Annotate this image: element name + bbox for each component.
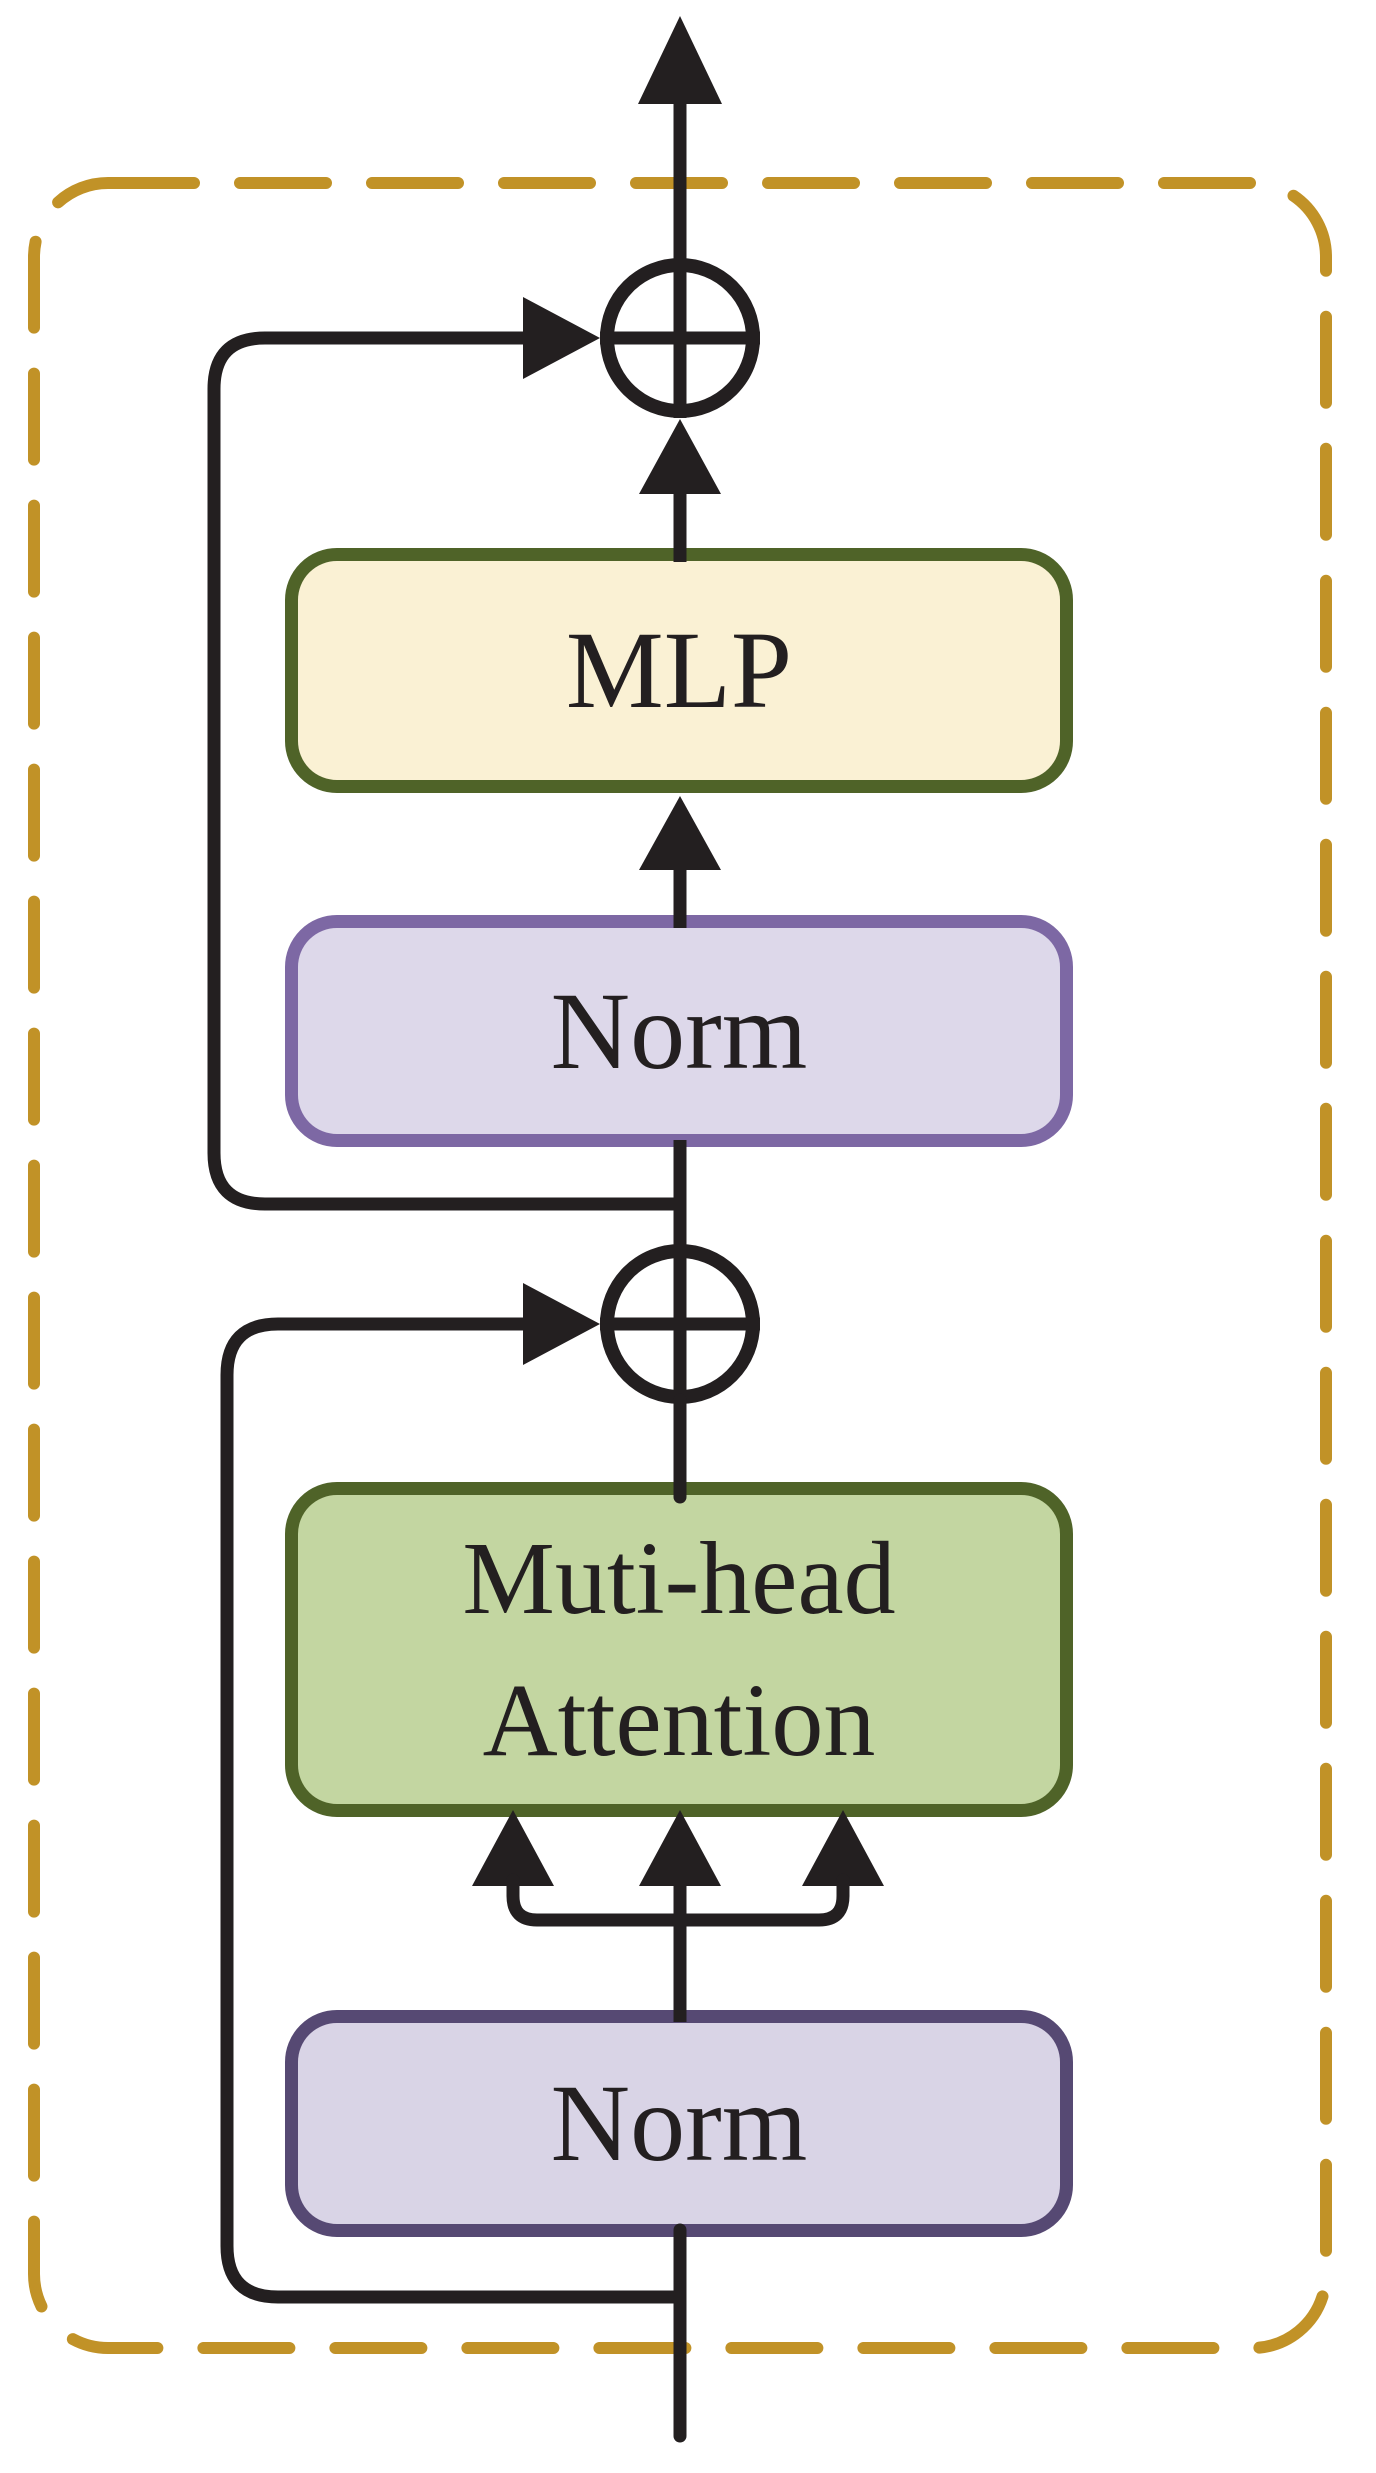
residual-skip-lower-arrowhead-icon	[523, 1283, 600, 1365]
qkv-arrowhead-right-icon	[802, 1810, 884, 1886]
norm-to-mlp-arrowhead-icon	[639, 796, 721, 870]
circle-plus-cross	[600, 258, 760, 418]
qkv-arrowhead-left-icon	[472, 1810, 554, 1886]
norm-block-upper: Norm	[285, 915, 1073, 1147]
add-node-top	[600, 258, 760, 418]
qkv-split-branches	[506, 1873, 850, 1927]
add-node-bottom	[600, 1244, 760, 1404]
norm-lower-label: Norm	[550, 2062, 808, 2184]
mlp-label: MLP	[565, 609, 793, 731]
norm-block-lower: Norm	[285, 2010, 1073, 2237]
circle-plus-icon	[600, 258, 760, 418]
attention-label-line1: Muti-head	[462, 1520, 896, 1636]
residual-skip-upper-arrowhead-icon	[523, 297, 600, 379]
multi-head-attention-block: Muti-head Attention	[285, 1482, 1073, 1817]
circle-plus-cross	[600, 1244, 760, 1404]
qkv-arrowhead-center-icon	[639, 1810, 721, 1886]
output-arrowhead-icon	[638, 16, 722, 104]
mlp-block: MLP	[285, 548, 1073, 793]
mlp-to-add-arrowhead-icon	[639, 419, 721, 494]
circle-plus-icon	[600, 1244, 760, 1404]
attention-label-line2: Attention	[482, 1662, 876, 1778]
norm-upper-label: Norm	[550, 969, 808, 1092]
